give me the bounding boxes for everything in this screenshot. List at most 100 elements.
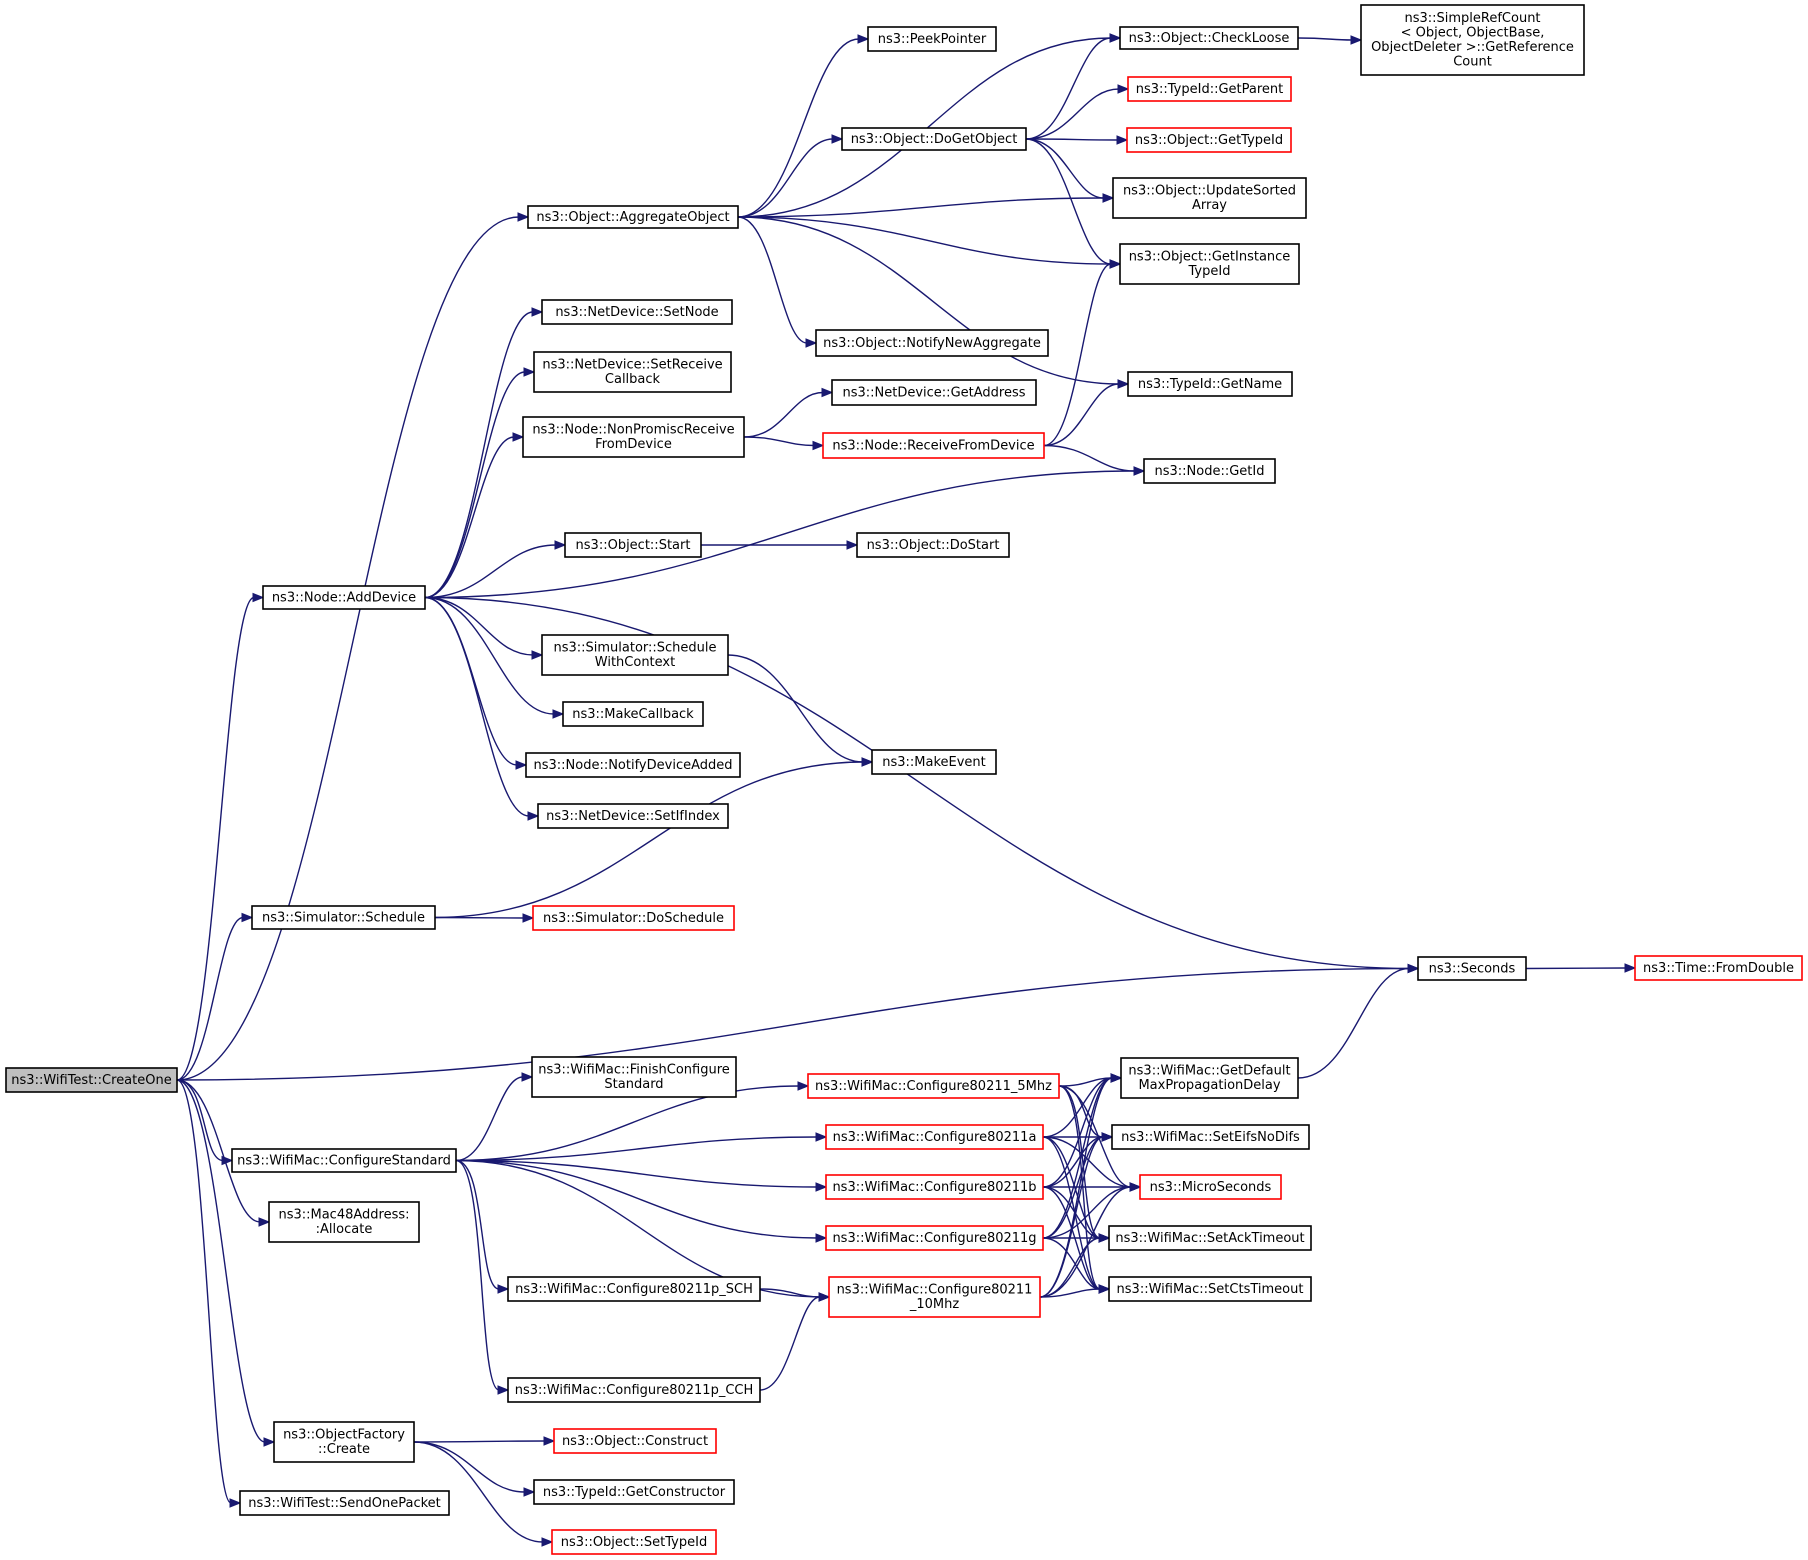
node-confpcch[interactable]: ns3::WifiMac::Configure80211p_CCH [507,1377,761,1403]
node-gettypeid[interactable]: ns3::Object::GetTypeId [1126,127,1292,153]
node-label: ns3::WifiMac::SetEifsNoDifs [1121,1130,1300,1145]
edge-createone-to-aggregate [176,212,530,1081]
node-label: Callback [605,372,661,387]
arrowhead [497,1385,510,1395]
edge-objstart-to-dostart [700,540,859,550]
node-setctstimeout[interactable]: ns3::WifiMac::SetCtsTimeout [1108,1276,1312,1302]
edge-conf10mhz-to-setctstimeout [1039,1284,1111,1298]
node-doschedule[interactable]: ns3::Simulator::DoSchedule [532,905,735,931]
arrowhead [1117,84,1130,94]
node-label: ns3::SimpleRefCount [1404,11,1540,26]
node-setnode[interactable]: ns3::NetDevice::SetNode [541,299,733,325]
edge-confstandard-to-confpsch [455,1159,510,1294]
node-objfactory[interactable]: ns3::ObjectFactory::Create [273,1421,415,1463]
node-notifynewagg[interactable]: ns3::Object::NotifyNewAggregate [815,329,1049,357]
node-box [541,634,729,676]
node-notifydeviceadded[interactable]: ns3::Node::NotifyDeviceAdded [525,752,741,778]
node-box [841,127,1027,151]
edge-dogetobject-to-updatesorted [1025,138,1115,203]
arrowhead [1129,1182,1142,1192]
node-box [867,26,997,52]
node-label: ns3::MakeEvent [882,755,986,770]
node-box [856,532,1010,558]
arrowhead [515,760,528,770]
node-getaddress[interactable]: ns3::NetDevice::GetAddress [831,379,1037,406]
node-label: ns3::Object::UpdateSorted [1123,184,1296,199]
node-getparent[interactable]: ns3::TypeId::GetParent [1127,76,1292,102]
node-fromdouble[interactable]: ns3::Time::FromDouble [1634,955,1803,981]
arrowhead [1098,1233,1111,1243]
edge-adddevice-to-setifindex [424,596,540,821]
node-getid[interactable]: ns3::Node::GetId [1143,458,1276,484]
node-label: ns3::ObjectFactory [283,1428,405,1443]
node-construct[interactable]: ns3::Object::Construct [553,1428,717,1454]
edge-createone-to-mac48 [176,1079,271,1227]
node-box [262,585,426,610]
node-seconds[interactable]: ns3::Seconds [1417,956,1527,981]
node-settypeid[interactable]: ns3::Object::SetTypeId [551,1529,717,1555]
edge-confpcch-to-conf10mhz [759,1292,831,1391]
node-conf80211a[interactable]: ns3::WifiMac::Configure80211a [825,1124,1044,1150]
node-conf5mhz[interactable]: ns3::WifiMac::Configure80211_5Mhz [807,1073,1060,1099]
node-createone: ns3::WifiTest::CreateOne [5,1067,178,1093]
node-confpsch[interactable]: ns3::WifiMac::Configure80211p_SCH [507,1276,761,1302]
node-box [1360,4,1585,76]
node-microseconds[interactable]: ns3::MicroSeconds [1139,1174,1282,1200]
edge-schedwithctx-to-makeevent [727,654,874,767]
node-label: ns3::WifiMac::ConfigureStandard [237,1153,451,1168]
node-label: FromDevice [595,437,672,452]
node-conf80211g[interactable]: ns3::WifiMac::Configure80211g [825,1225,1044,1251]
node-label: ns3::Object::DoStart [867,538,1000,553]
node-box [1126,127,1292,153]
node-checkloose[interactable]: ns3::Object::CheckLoose [1119,26,1299,50]
node-makecallback[interactable]: ns3::MakeCallback [562,701,704,727]
node-conf80211b[interactable]: ns3::WifiMac::Configure80211b [825,1174,1044,1200]
arrowhead [1407,963,1420,974]
arrowhead [523,1487,536,1497]
node-label: ObjectDeleter >::GetReference [1371,40,1574,55]
edge-receivefromdevice-to-getid [1043,444,1146,476]
node-setifindex[interactable]: ns3::NetDevice::SetIfIndex [537,803,729,829]
node-objstart[interactable]: ns3::Object::Start [564,532,702,558]
node-label: ns3::WifiMac::Configure80211p_SCH [515,1282,753,1297]
node-schedule[interactable]: ns3::Simulator::Schedule [251,905,436,930]
edge-getdefaultmax-to-seconds [1297,963,1420,1079]
node-getconstructor[interactable]: ns3::TypeId::GetConstructor [533,1479,735,1505]
node-peekpointer[interactable]: ns3::PeekPointer [867,26,997,52]
node-aggregate[interactable]: ns3::Object::AggregateObject [527,205,739,229]
edge-aggregate-to-dogetobject [737,134,844,218]
node-sendonepacket[interactable]: ns3::WifiTest::SendOnePacket [239,1490,450,1516]
node-receivefromdevice[interactable]: ns3::Node::ReceiveFromDevice [822,432,1045,459]
node-label: ns3::Seconds [1429,961,1516,976]
arrowhead [1117,379,1130,389]
node-confstandard[interactable]: ns3::WifiMac::ConfigureStandard [231,1148,457,1173]
node-dogetobject[interactable]: ns3::Object::DoGetObject [841,127,1027,151]
node-dostart[interactable]: ns3::Object::DoStart [856,532,1010,558]
node-simplerefcount[interactable]: ns3::SimpleRefCount< Object, ObjectBase,… [1360,4,1585,76]
arrowhead [1098,1284,1111,1294]
arrowhead [521,1072,534,1082]
node-conf10mhz[interactable]: ns3::WifiMac::Configure80211_10Mhz [828,1276,1041,1318]
node-label: ns3::Object::CheckLoose [1129,31,1290,46]
node-setacktimeout[interactable]: ns3::WifiMac::SetAckTimeout [1108,1225,1312,1251]
node-label: ns3::TypeId::GetName [1138,377,1282,392]
node-getname[interactable]: ns3::TypeId::GetName [1127,371,1293,397]
node-box [807,1073,1060,1099]
node-label: ns3::Node::NonPromiscReceive [532,423,734,438]
node-mac48[interactable]: ns3::Mac48Address::Allocate [268,1201,420,1243]
edge-createone-to-schedule [176,912,254,1081]
node-getdefaultmax[interactable]: ns3::WifiMac::GetDefaultMaxPropagationDe… [1120,1057,1299,1099]
node-seteifs[interactable]: ns3::WifiMac::SetEifsNoDifs [1111,1124,1310,1150]
node-box [825,1124,1044,1150]
edge-aggregate-to-peekpointer [737,34,870,218]
node-adddevice[interactable]: ns3::Node::AddDevice [262,585,426,610]
node-makeevent[interactable]: ns3::MakeEvent [871,749,997,775]
edge-checkloose-to-simplerefcount [1297,35,1363,45]
arrowhead [258,1217,271,1227]
